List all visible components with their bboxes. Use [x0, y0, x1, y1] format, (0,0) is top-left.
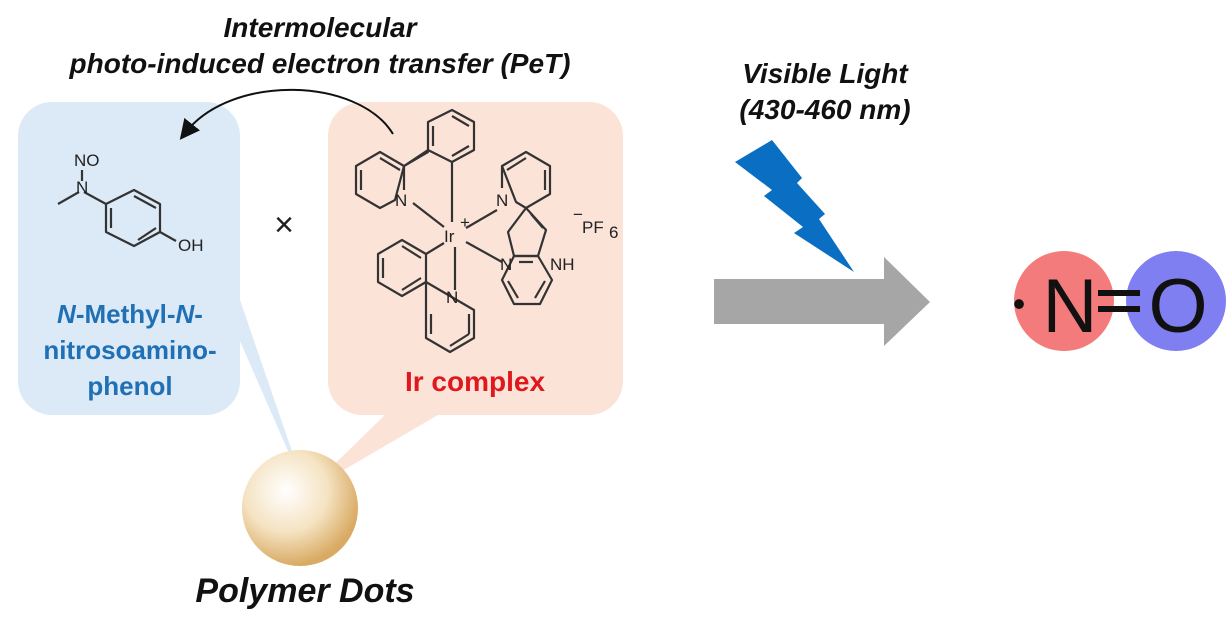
- polymer-dot: [242, 450, 358, 566]
- counter-ion-label: PF: [582, 218, 604, 237]
- reaction-arrow: [714, 257, 930, 346]
- pet-arrow: [179, 88, 394, 140]
- phenol-name: N-Methyl-N- nitrosoamino- phenol: [20, 296, 240, 404]
- phenol-name-line1: N-Methyl-N-: [20, 296, 240, 332]
- phenol-name-n2: N: [175, 299, 195, 329]
- hydroxyl-label: OH: [178, 236, 204, 255]
- iridium-label: Ir: [444, 227, 455, 246]
- ir-n-label-1: N: [395, 191, 407, 210]
- counter-ion-subscript: 6: [609, 223, 618, 242]
- visible-light-label: Visible Light (430-460 nm): [670, 56, 980, 128]
- nitrogen-atom-sphere: [1014, 251, 1114, 351]
- iridium-charge: +: [460, 213, 470, 232]
- amine-n-label: N: [76, 178, 88, 197]
- ir-n-label-2: N: [496, 191, 508, 210]
- phenol-name-line2: nitrosoamino-: [43, 335, 217, 365]
- pet-title: Intermolecular photo-induced electron tr…: [0, 10, 640, 82]
- ir-complex-name: Ir complex: [404, 366, 546, 397]
- radical-dot: •: [1013, 283, 1026, 324]
- phenol-name-methyl: -Methyl-: [75, 299, 176, 329]
- counter-ion-minus: −: [573, 205, 583, 224]
- nitroso-label: NO: [74, 151, 100, 170]
- phenol-name-n1: N: [57, 299, 76, 329]
- ir-complex-structure: [354, 108, 554, 354]
- nitrogen-symbol: N: [1043, 264, 1098, 349]
- oxygen-atom-sphere: [1126, 251, 1226, 351]
- times-sign: ×: [274, 206, 294, 244]
- phenol-box: [18, 102, 240, 415]
- polymer-dots-label: Polymer Dots: [195, 572, 415, 610]
- double-bond-top: [1098, 290, 1140, 296]
- ir-n-label-3: N: [500, 255, 512, 274]
- oxygen-symbol: O: [1148, 264, 1207, 349]
- lightning-icon: [735, 140, 854, 272]
- phenol-structure: [57, 170, 177, 248]
- phenol-callout-beam: [222, 300, 306, 492]
- visible-light-line2: (430-460 nm): [739, 94, 911, 125]
- double-bond-bottom: [1098, 306, 1140, 312]
- pet-title-line2: photo-induced electron transfer (PeT): [69, 48, 571, 79]
- ir-nh-label: NH: [550, 255, 575, 274]
- pet-title-line1: Intermolecular: [223, 12, 417, 43]
- visible-light-line1: Visible Light: [742, 58, 908, 89]
- phenol-name-dash: -: [194, 299, 203, 329]
- ir-n-label-4: N: [446, 288, 458, 307]
- phenol-name-line3: phenol: [87, 371, 173, 401]
